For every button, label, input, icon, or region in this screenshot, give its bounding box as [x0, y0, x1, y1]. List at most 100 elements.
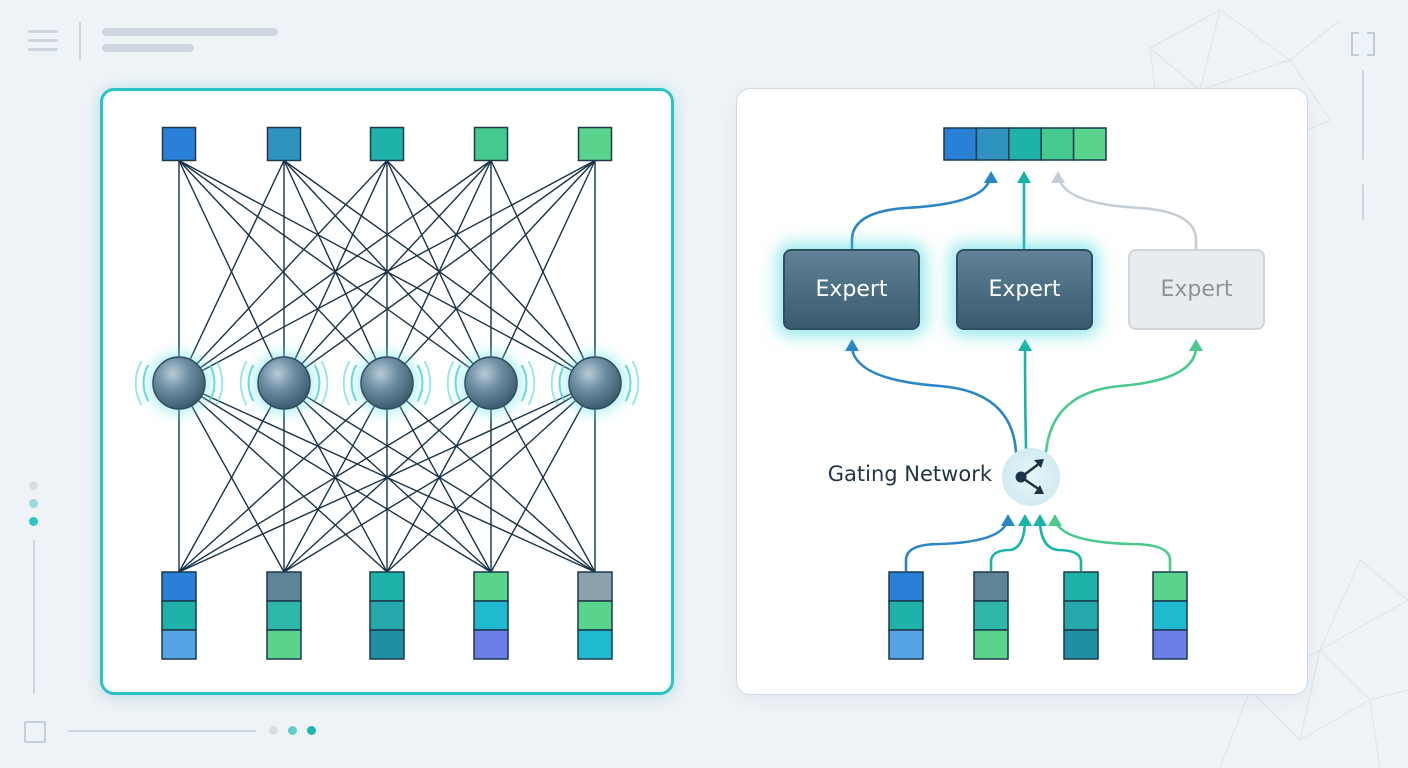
hidden-node-5 [568, 356, 622, 410]
moe-input-cell-3-1 [1063, 571, 1099, 602]
dense-wire-bottom-4-3 [490, 382, 596, 573]
arrow-input3-to-gating [1038, 520, 1083, 572]
expert-label-3: Expert [1160, 277, 1233, 302]
arrow-expert3-to-output-head [1051, 171, 1065, 183]
node-wave-left-3-1 [342, 360, 351, 406]
arrow-gating-to-expert3-head [1189, 339, 1203, 351]
right-scroll-track-lower[interactable] [1362, 184, 1364, 220]
dense-wire-top-1-0 [178, 160, 285, 384]
node-wave-left-5-0 [558, 364, 566, 402]
arrow-input2-to-gating [989, 520, 1027, 572]
moe-input-cell-2-1 [973, 571, 1009, 602]
arrow-input4-to-gating [1054, 520, 1172, 572]
header-placeholder-line-short [102, 44, 194, 52]
gating-arrowhead-up [1034, 459, 1044, 468]
dense-wire-top-3-0 [178, 159, 492, 384]
arrow-gating-to-expert3 [1044, 346, 1198, 454]
arrow-input1-to-gating-head [1001, 514, 1015, 526]
node-wave-left-2-0 [247, 364, 255, 402]
arrow-expert1-to-output [850, 176, 992, 251]
hidden-node-3 [360, 356, 414, 410]
arrow-input4-to-gating-head [1048, 514, 1062, 526]
gating-branch-down [1023, 477, 1041, 492]
expert-label-1: Expert [815, 277, 888, 302]
expert-box-2[interactable]: Expert [956, 249, 1093, 330]
dense-wire-bottom-3-0 [178, 382, 492, 573]
moe-output-cell-2 [975, 127, 1010, 161]
node-wave-left-1-1 [134, 360, 143, 406]
pagination-dots[interactable] [269, 726, 319, 736]
dense-input-cell-4-3 [473, 629, 509, 660]
dense-wire-bottom-2-0 [178, 382, 388, 573]
dense-wire-top-4-0 [178, 159, 596, 384]
node-wave-right-1-1 [215, 360, 224, 406]
dense-input-cell-4-1 [473, 571, 509, 602]
arrow-input1-to-gating [904, 520, 1009, 572]
fullscreen-icon[interactable] [1351, 32, 1375, 56]
square-icon[interactable] [24, 721, 46, 743]
dense-input-cell-5-1 [577, 571, 613, 602]
moe-output-cell-3 [1008, 127, 1042, 161]
moe-input-cell-2-2 [973, 600, 1009, 631]
moe-input-cell-4-3 [1152, 629, 1188, 660]
dense-output-square-4 [473, 126, 509, 162]
dense-wire-top-4-2 [386, 160, 596, 384]
arrow-gating-to-expert2-head [1018, 339, 1032, 351]
node-wave-left-2-1 [239, 360, 248, 406]
moe-output-cell-5 [1072, 127, 1107, 161]
bottom-progress-track [68, 730, 256, 732]
moe-input-cell-3-2 [1063, 600, 1099, 631]
dense-input-cell-1-1 [161, 571, 197, 602]
menu-icon[interactable] [28, 28, 58, 54]
dense-wire-bottom-4-2 [386, 382, 596, 573]
moe-input-cell-1-1 [888, 571, 924, 602]
dense-wire-top-4-3 [490, 160, 596, 384]
dense-wire-bottom-4-0 [178, 382, 596, 573]
gating-network-label: Gating Network [827, 462, 992, 486]
dense-input-cell-2-3 [266, 629, 302, 660]
header-placeholder-line [102, 28, 278, 36]
arrow-input2-to-gating-head [1018, 514, 1032, 526]
arrow-input3-to-gating-head [1033, 514, 1047, 526]
right-scroll-track[interactable] [1362, 70, 1364, 160]
expert-box-1[interactable]: Expert [783, 249, 920, 330]
dense-wire-bottom-4-1 [283, 382, 596, 573]
dense-input-cell-3-2 [369, 600, 405, 631]
dense-output-square-2 [266, 126, 302, 162]
arrow-expert3-to-output [1057, 176, 1198, 251]
node-wave-right-4-1 [527, 360, 536, 406]
moe-input-cell-3-3 [1063, 629, 1099, 660]
arrow-gating-to-expert1-head [845, 339, 859, 351]
node-wave-right-3-0 [416, 364, 424, 402]
left-vertical-track [33, 540, 35, 694]
gating-branch-up [1023, 462, 1041, 476]
dense-input-cell-1-2 [161, 600, 197, 631]
hidden-node-4 [464, 356, 518, 410]
expert-box-3[interactable]: Expert [1128, 249, 1265, 330]
mixture-of-experts-panel [736, 88, 1308, 695]
dense-output-square-1 [161, 126, 197, 162]
node-wave-right-5-0 [624, 364, 632, 402]
hidden-node-1 [152, 356, 206, 410]
node-wave-right-2-1 [320, 360, 329, 406]
moe-input-cell-1-2 [888, 600, 924, 631]
gating-node [1002, 448, 1060, 506]
node-wave-left-3-0 [350, 364, 358, 402]
node-wave-right-4-0 [520, 364, 528, 402]
gating-router-icon[interactable] [1002, 448, 1060, 506]
node-wave-left-1-0 [142, 364, 150, 402]
dense-input-cell-5-2 [577, 600, 613, 631]
dense-output-square-3 [369, 126, 405, 162]
dense-wire-bottom-1-0 [178, 382, 285, 573]
arrow-expert2-to-output-head [1017, 171, 1031, 183]
expert-label-2: Expert [988, 277, 1061, 302]
moe-output-cell-4 [1040, 127, 1075, 161]
hidden-node-2 [257, 356, 311, 410]
moe-output-cell-1 [943, 127, 978, 161]
arrow-expert1-to-output-head [984, 171, 998, 183]
arrow-gating-to-expert2 [1023, 346, 1028, 451]
dense-output-square-5 [577, 126, 613, 162]
dense-input-cell-3-3 [369, 629, 405, 660]
